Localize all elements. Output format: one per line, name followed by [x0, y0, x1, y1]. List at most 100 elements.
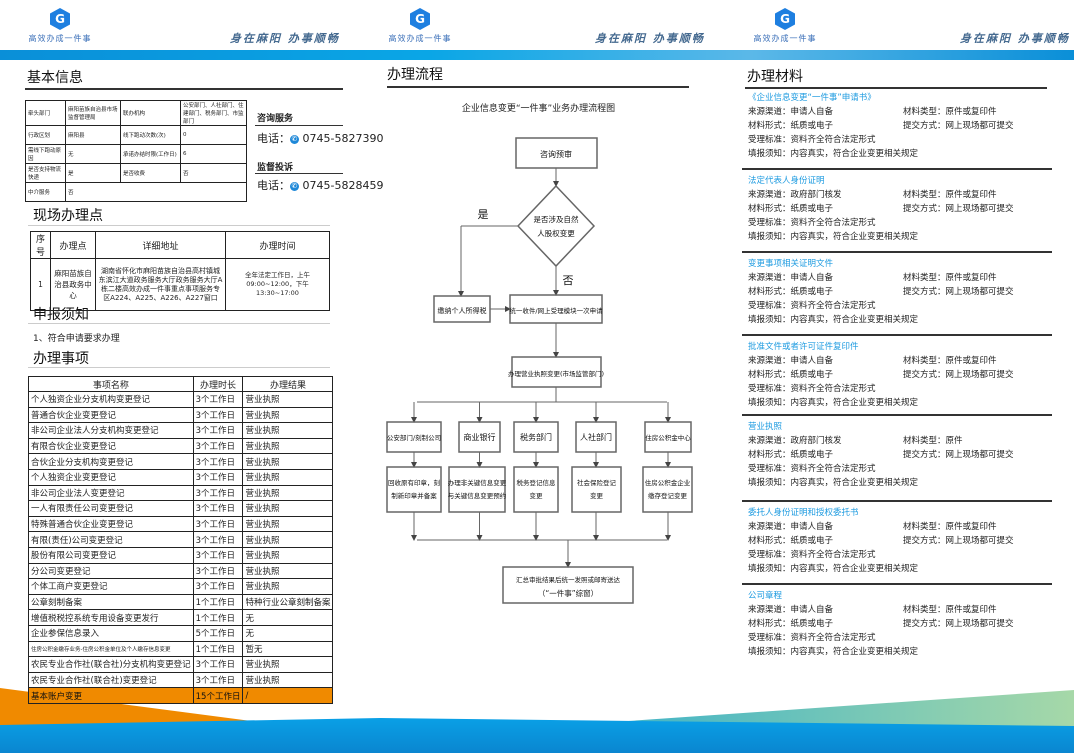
- item-name: 企业参保信息录入: [28, 624, 194, 642]
- info-cell: 6: [180, 144, 247, 164]
- label: 材料类型：: [903, 107, 946, 117]
- material-type: 原件或复印件: [945, 190, 997, 200]
- material-fill: 内容真实，符合企业变更相关规定: [790, 478, 919, 488]
- material-name[interactable]: 法定代表人身份证明: [748, 176, 825, 186]
- info-cell: 牵头部门: [25, 100, 66, 126]
- material-type: 原件或复印件: [945, 356, 997, 366]
- info-row: 需线下跑动原因无承诺办结时限(工作日)6: [25, 144, 247, 164]
- material-form: 纸质或电子: [790, 121, 834, 131]
- footer-decoration: [0, 688, 1074, 753]
- label: 填报须知：: [748, 647, 791, 657]
- item-duration: 3个工作日: [192, 671, 244, 689]
- label: 受理标准：: [748, 301, 791, 311]
- divider: [25, 88, 343, 90]
- item-result: 营业执照: [242, 546, 334, 564]
- flow-license-text: 办理营业执照变更(市场监管部门): [508, 369, 604, 378]
- material-form: 纸质或电子: [790, 287, 834, 297]
- material-submit: 网上现场都可提交: [945, 450, 1014, 460]
- label: 受理标准：: [748, 135, 791, 145]
- material-source: 申请人自备: [790, 522, 834, 532]
- logo-hex-icon: G: [410, 8, 430, 30]
- col-header: 事项名称: [28, 376, 194, 392]
- material-standard: 资料齐全符合法定形式: [790, 633, 876, 643]
- material-name[interactable]: 批准文件或者许可证件复印件: [748, 342, 859, 352]
- item-duration: 1个工作日: [192, 593, 244, 611]
- flow-box-action: [386, 466, 442, 513]
- material-source: 政府部门核发: [790, 190, 842, 200]
- flow-dept-text: 住房公积金中心: [645, 433, 691, 442]
- flow-action-text: 办理非关键信息变更: [448, 478, 507, 487]
- divider: [742, 168, 1052, 170]
- item-duration: 3个工作日: [192, 656, 244, 673]
- material-item: 批准文件或者许可证件复印件 来源渠道：申请人自备材料类型：原件或复印件 材料形式…: [748, 340, 1068, 410]
- section-title-items: 办理事项: [33, 351, 89, 367]
- item-name: 股份有限公司变更登记: [28, 546, 194, 564]
- material-form: 纸质或电子: [790, 619, 834, 629]
- material-item: 变更事项相关证明文件 来源渠道：申请人自备材料类型：原件或复印件 材料形式：纸质…: [748, 257, 1068, 327]
- material-standard: 资料齐全符合法定形式: [790, 464, 876, 474]
- label: 提交方式：: [903, 204, 946, 214]
- info-cell: 行政区划: [25, 125, 66, 145]
- label: 提交方式：: [903, 619, 946, 629]
- material-type: 原件或复印件: [945, 107, 997, 117]
- item-duration: 3个工作日: [192, 546, 244, 564]
- label: 填报须知：: [748, 315, 791, 325]
- flow-decision-text: 是否涉及自然: [534, 214, 579, 224]
- info-cell: 麻阳苗族自治县市场监督管理局: [65, 100, 121, 126]
- flow-action-text: 制新印章并备案: [391, 491, 437, 500]
- divider: [742, 414, 1052, 416]
- section-title-notice: 申报须知: [33, 307, 89, 323]
- flow-yes-label: 是: [478, 208, 489, 221]
- flow-no-label: 否: [563, 274, 574, 287]
- consult-title: 咨询服务: [257, 114, 294, 124]
- item-result: 营业执照: [242, 578, 334, 595]
- phone-label: 电话：: [257, 179, 290, 192]
- info-cell: 麻阳县: [65, 125, 121, 145]
- material-name[interactable]: 营业执照: [748, 422, 783, 432]
- material-name[interactable]: 《企业信息变更“一件事”申请书》: [748, 93, 876, 103]
- site-address: 湖南省怀化市麻阳苗族自治县高村镇城东滨江大道政务服务大厅政务服务大厅A栋二楼高效…: [95, 258, 226, 311]
- material-name[interactable]: 委托人身份证明和授权委托书: [748, 508, 859, 518]
- material-name[interactable]: 公司章程: [748, 591, 783, 601]
- material-item: 法定代表人身份证明 来源渠道：政府部门核发材料类型：原件或复印件 材料形式：纸质…: [748, 174, 1068, 244]
- logo-text: 高效办成一件事: [28, 34, 92, 43]
- flow-box-action: [642, 466, 693, 513]
- material-type: 原件或复印件: [945, 522, 997, 532]
- label: 材料形式：: [748, 121, 791, 131]
- material-fill: 内容真实，符合企业变更相关规定: [790, 564, 919, 574]
- material-name[interactable]: 变更事项相关证明文件: [748, 259, 834, 269]
- material-source: 政府部门核发: [790, 436, 842, 446]
- col-header: 序号: [30, 231, 51, 259]
- flow-dept-text: 商业银行: [464, 432, 496, 442]
- col-header: 办理结果: [242, 376, 334, 392]
- flow-action-text: 缴存登记变更: [648, 491, 688, 500]
- material-submit: 网上现场都可提交: [945, 370, 1014, 380]
- item-duration: 3个工作日: [192, 531, 244, 548]
- item-name: 普通合伙企业变更登记: [28, 406, 194, 424]
- info-cell: 中介服务: [25, 182, 66, 202]
- item-duration: 5个工作日: [192, 624, 244, 642]
- logo-hex-icon: G: [775, 8, 795, 30]
- item-duration: 1个工作日: [192, 609, 244, 626]
- item-duration: 3个工作日: [192, 437, 244, 455]
- phone-icon: ✆: [290, 134, 299, 144]
- info-cell: 否: [180, 163, 247, 183]
- flow-action-text: 变更: [590, 491, 604, 500]
- label: 受理标准：: [748, 633, 791, 643]
- flow-action-text: 与关键信息变更预约: [448, 491, 507, 500]
- label: 来源渠道：: [748, 605, 791, 615]
- flow-decision-diamond: [516, 184, 596, 268]
- col-header: 详细地址: [95, 231, 226, 259]
- label: 来源渠道：: [748, 436, 791, 446]
- item-duration: 3个工作日: [192, 578, 244, 595]
